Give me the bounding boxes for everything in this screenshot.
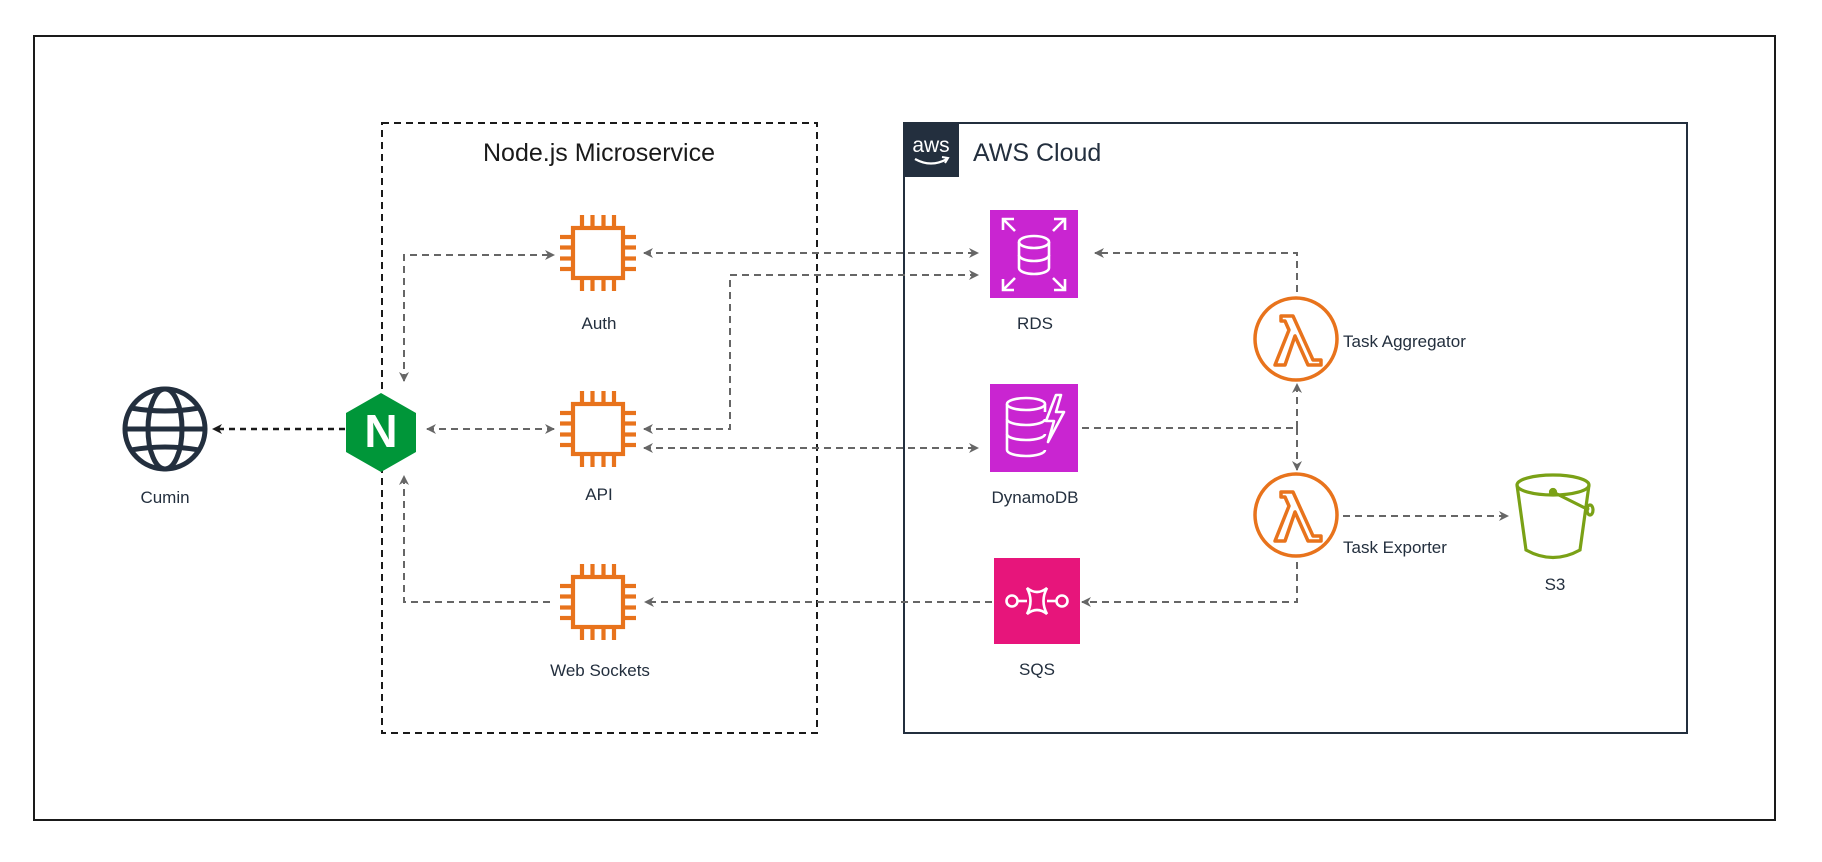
dynamodb-node[interactable]: DynamoDB (990, 384, 1078, 507)
web-sockets-label: Web Sockets (550, 661, 650, 680)
ec2-chip-icon (560, 215, 636, 291)
outer-frame (33, 35, 1776, 821)
nginx-node[interactable]: N (346, 393, 416, 472)
auth-label: Auth (582, 314, 617, 333)
rds-icon (990, 210, 1078, 298)
globe-icon (122, 386, 208, 472)
nginx-icon (346, 393, 416, 472)
s3-label: S3 (1545, 575, 1566, 594)
aws-logo-icon: aws (904, 123, 959, 177)
ec2-chip-icon (560, 564, 636, 640)
rds-node[interactable]: RDS (990, 210, 1078, 333)
edge-api-rds (643, 270, 979, 434)
task-exporter-node[interactable]: Task Exporter (1253, 472, 1447, 558)
s3-bucket-icon (1515, 473, 1595, 560)
lambda-icon (1253, 296, 1339, 382)
task-aggregator-node[interactable]: Task Aggregator (1253, 296, 1466, 382)
lambda-icon (1253, 472, 1339, 558)
api-node[interactable]: API (560, 391, 636, 504)
web-sockets-node[interactable]: Web Sockets (550, 564, 650, 680)
s3-node[interactable]: S3 (1515, 473, 1595, 594)
cumin-node[interactable]: Cumin (122, 386, 208, 507)
node-microservice-title: Node.js Microservice (483, 139, 715, 167)
edge-aggregator-rds (1094, 248, 1298, 292)
sqs-node[interactable]: SQS (994, 558, 1080, 679)
node-microservice-group: Node.js Microservice (381, 122, 818, 734)
dynamodb-icon (990, 384, 1078, 472)
connectors (212, 248, 1509, 607)
aws-cloud-group: aws AWS Cloud (903, 122, 1688, 734)
edge-websockets-nginx (399, 475, 550, 603)
ec2-chip-icon (560, 391, 636, 467)
task-aggregator-label: Task Aggregator (1343, 332, 1466, 351)
nginx-letter: N (364, 405, 397, 457)
task-exporter-label: Task Exporter (1343, 538, 1447, 557)
dynamodb-label: DynamoDB (992, 488, 1079, 507)
svg-text:aws: aws (912, 134, 949, 157)
api-label: API (585, 485, 612, 504)
edge-exporter-sqs (1081, 562, 1298, 607)
auth-node[interactable]: Auth (560, 215, 636, 333)
aws-cloud-title: AWS Cloud (973, 139, 1101, 167)
edge-nginx-auth (399, 250, 555, 382)
sqs-label: SQS (1019, 660, 1055, 679)
rds-label: RDS (1017, 314, 1053, 333)
cumin-label: Cumin (140, 488, 189, 507)
sqs-icon (994, 558, 1080, 644)
